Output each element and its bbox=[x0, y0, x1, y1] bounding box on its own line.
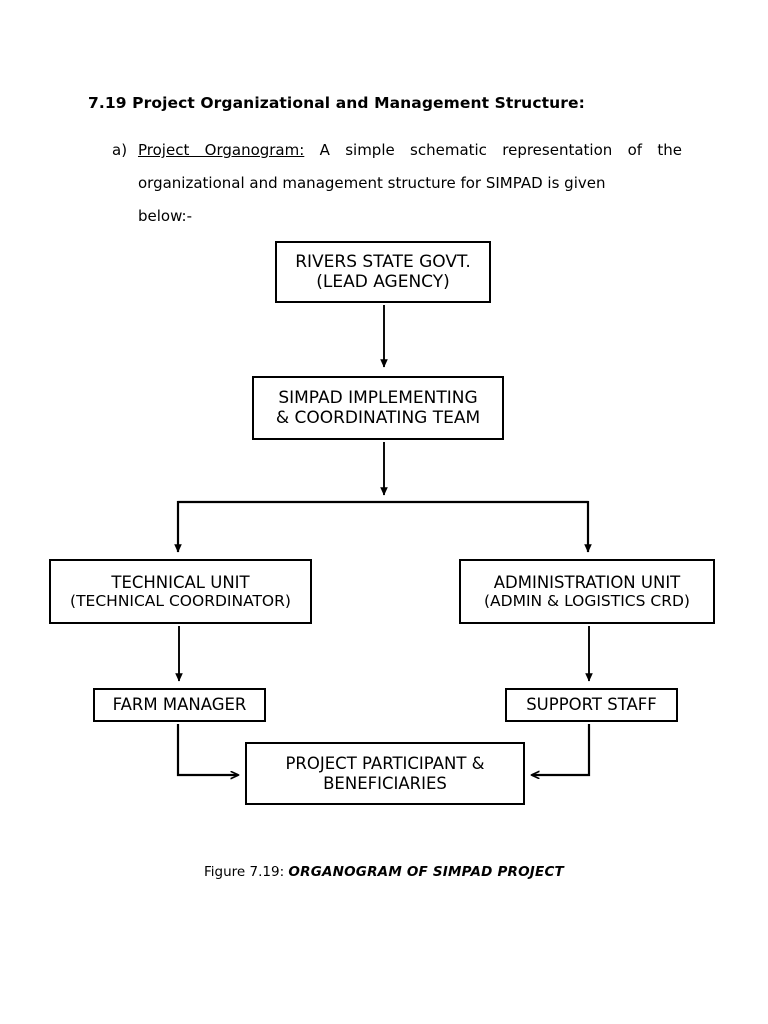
figure-caption-label: Figure 7.19: bbox=[204, 864, 285, 880]
node-project-participant-beneficiaries[interactable]: PROJECT PARTICIPANT & BENEFICIARIES bbox=[245, 742, 525, 805]
edge-farm-manager-to-beneficiaries bbox=[176, 724, 238, 775]
paragraph-text: Project Organogram: A simple schematic r… bbox=[138, 134, 682, 200]
node-administration-unit[interactable]: ADMINISTRATION UNIT (ADMIN & LOGISTICS C… bbox=[459, 559, 715, 624]
node-support-staff-line1: SUPPORT STAFF bbox=[526, 695, 657, 715]
node-lead-agency-line1: RIVERS STATE GOVT. bbox=[295, 251, 471, 272]
node-technical-unit[interactable]: TECHNICAL UNIT (TECHNICAL COORDINATOR) bbox=[49, 559, 312, 624]
node-support-staff[interactable]: SUPPORT STAFF bbox=[505, 688, 678, 722]
node-lead-agency-line2: (LEAD AGENCY) bbox=[316, 272, 450, 292]
paragraph-last-line: below:- bbox=[138, 207, 193, 225]
node-technical-unit-line1: TECHNICAL UNIT bbox=[111, 572, 250, 592]
paragraph-block: a) Project Organogram: A simple schemati… bbox=[112, 134, 682, 233]
section-heading: 7.19 Project Organizational and Manageme… bbox=[88, 94, 585, 112]
node-farm-manager-line1: FARM MANAGER bbox=[112, 695, 247, 715]
node-administration-unit-line2: (ADMIN & LOGISTICS CRD) bbox=[484, 592, 690, 611]
paragraph-body: A simple schematic representation of the… bbox=[138, 141, 682, 192]
node-project-participant-beneficiaries-line1: PROJECT PARTICIPANT & bbox=[285, 754, 485, 774]
node-implementing-team-line2: & COORDINATING TEAM bbox=[275, 408, 481, 428]
node-farm-manager[interactable]: FARM MANAGER bbox=[93, 688, 266, 722]
node-project-participant-beneficiaries-line2: BENEFICIARIES bbox=[323, 773, 447, 793]
node-lead-agency[interactable]: RIVERS STATE GOVT. (LEAD AGENCY) bbox=[275, 241, 491, 303]
edge-support-staff-to-beneficiaries bbox=[532, 724, 591, 775]
node-technical-unit-line2: (TECHNICAL COORDINATOR) bbox=[70, 592, 291, 611]
paragraph-lead-in: Project Organogram: bbox=[138, 141, 305, 159]
figure-caption: Figure 7.19: ORGANOGRAM OF SIMPAD PROJEC… bbox=[0, 864, 768, 880]
figure-caption-title: ORGANOGRAM OF SIMPAD PROJECT bbox=[288, 864, 564, 880]
node-administration-unit-line1: ADMINISTRATION UNIT bbox=[493, 572, 681, 592]
node-implementing-team-line1: SIMPAD IMPLEMENTING bbox=[278, 387, 478, 408]
list-marker: a) bbox=[112, 141, 128, 159]
node-implementing-team[interactable]: SIMPAD IMPLEMENTING & COORDINATING TEAM bbox=[252, 376, 504, 440]
